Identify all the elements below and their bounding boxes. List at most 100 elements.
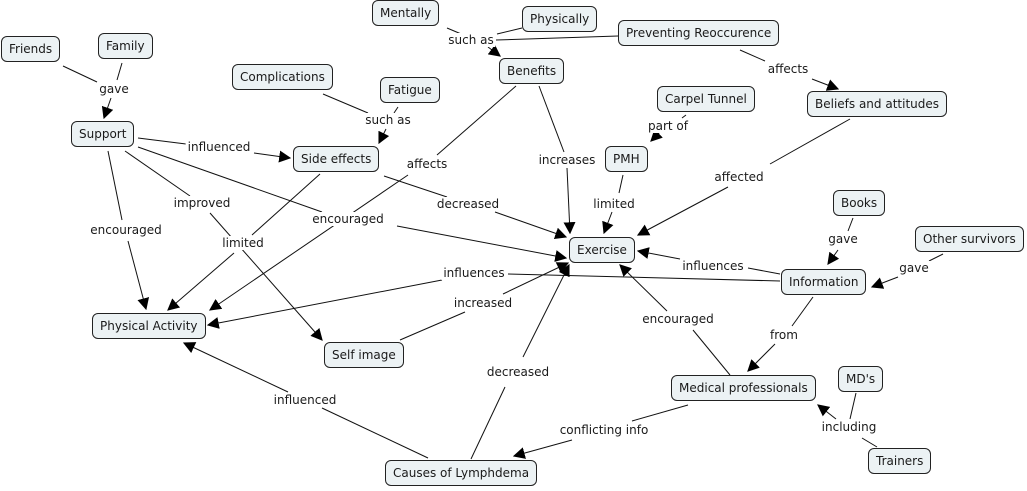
line-fatigue-suchas (393, 106, 399, 114)
line-affected-exercise (636, 186, 729, 236)
link-part-of: part of (646, 119, 690, 133)
link-decreased-exercise: decreased (434, 197, 502, 211)
link-encouraged-exercise-2: encouraged (640, 312, 716, 326)
concept-trainers[interactable]: Trainers (868, 448, 932, 474)
line-affects-beliefs (811, 78, 840, 91)
concept-family[interactable]: Family (98, 33, 153, 59)
concept-friends[interactable]: Friends (1, 36, 61, 62)
link-such-as-side-effects: such as (363, 113, 413, 127)
line-trainers-including (861, 437, 878, 448)
line-family-gave (116, 62, 123, 81)
link-gave-information-2: gave (897, 261, 931, 275)
link-affected-exercise: affected (712, 170, 766, 184)
concept-mentally[interactable]: Mentally (372, 0, 440, 26)
line-encouraged3-exercise (619, 264, 668, 312)
line-sideeffects-decreased (383, 175, 448, 198)
concept-side-effects[interactable]: Side effects (293, 146, 380, 172)
link-influences-physical-activity: influences (441, 266, 507, 280)
line-support-encouraged1 (107, 150, 123, 221)
line-carpel-partof (681, 114, 687, 119)
link-affects-physical-activity: affects (404, 157, 450, 171)
concept-physically[interactable]: Physically (522, 6, 598, 32)
link-influenced-side-effects: influenced (185, 140, 253, 154)
concept-support[interactable]: Support (71, 121, 135, 147)
line-gave2-information (870, 276, 899, 289)
concept-mds[interactable]: MD's (838, 366, 884, 392)
line-increased-exercise (502, 262, 570, 295)
concept-exercise[interactable]: Exercise (569, 237, 635, 263)
line-limited-exercise (602, 211, 614, 235)
line-gave-support (101, 97, 114, 120)
concept-self-image[interactable]: Self image (324, 342, 404, 368)
line-partof-pmh (650, 129, 663, 142)
line-decreased2-exercise (522, 263, 570, 358)
line-medical-encouraged (692, 329, 731, 376)
line-sideeffects-limited (251, 173, 321, 236)
line-influenced-pa (182, 342, 289, 393)
line-support-influenced (137, 137, 187, 145)
line-from-medical (747, 343, 776, 372)
line-benefits-affects (436, 85, 517, 156)
line-increases-exercise (563, 167, 576, 235)
line-preventing-suchas (495, 35, 619, 41)
concept-carpel-tunnel[interactable]: Carpel Tunnel (657, 86, 755, 112)
line-influences-exercise (636, 247, 681, 260)
line-encouraged2-exercise (396, 225, 568, 262)
line-suchas-benefits (487, 44, 501, 57)
concept-other-survivors[interactable]: Other survivors (915, 226, 1024, 252)
link-conflicting-info: conflicting info (557, 423, 651, 437)
line-friends-gave (62, 65, 98, 83)
line-support-encouraged2 (137, 146, 323, 213)
line-improved-selfimage (209, 212, 323, 341)
line-books-gave (847, 217, 854, 232)
concept-preventing-reoccurence[interactable]: Preventing Reoccurence (618, 20, 780, 46)
line-medical-conflicting (631, 404, 689, 422)
link-gave-information: gave (826, 232, 860, 246)
link-encouraged-exercise: encouraged (310, 212, 386, 226)
line-influences-pa (206, 279, 443, 329)
link-limited-exercise: limited (591, 197, 637, 211)
concept-fatigue[interactable]: Fatigue (380, 77, 440, 103)
concept-complications[interactable]: Complications (232, 64, 333, 90)
concept-medical-professionals[interactable]: Medical professionals (671, 375, 816, 401)
line-gave-information (827, 249, 840, 265)
link-affects-beliefs: affects (765, 62, 811, 76)
line-beliefs-affected (769, 118, 851, 165)
line-mds-including (849, 392, 857, 420)
line-limited-pa (167, 252, 235, 311)
line-conflicting-causes (512, 439, 573, 459)
line-influenced-sideeffects (253, 150, 292, 163)
line-information-influences-pa (507, 273, 781, 282)
link-from-medical: from (768, 328, 800, 342)
link-gave-support: gave (97, 82, 131, 96)
concept-benefits[interactable]: Benefits (499, 58, 565, 84)
concept-information[interactable]: Information (781, 269, 867, 295)
concept-beliefs-attitudes[interactable]: Beliefs and attitudes (807, 91, 948, 117)
line-including-medical (817, 404, 837, 420)
link-limited-physical-activity: limited (220, 236, 266, 250)
link-increased-exercise: increased (451, 296, 515, 310)
link-including: including (819, 420, 879, 434)
line-causes-influenced (321, 407, 429, 459)
link-such-as-benefits: such as (446, 33, 496, 47)
line-other-gave (928, 253, 944, 262)
link-influenced-physical-activity: influenced (271, 393, 339, 407)
link-encouraged-physical-activity: encouraged (88, 223, 164, 237)
line-benefits-increases (538, 85, 565, 153)
link-decreased-exercise-2: decreased (484, 365, 552, 379)
concept-books[interactable]: Books (833, 190, 886, 216)
concept-physical-activity[interactable]: Physical Activity (92, 313, 206, 339)
line-affects-pa (209, 174, 409, 311)
line-selfimage-increased (399, 311, 466, 341)
concept-pmh[interactable]: PMH (605, 146, 648, 172)
line-complications-suchas (322, 93, 369, 114)
line-information-influences (747, 267, 781, 275)
concept-causes-lymphdema[interactable]: Causes of Lymphdema (385, 460, 538, 486)
line-information-from (791, 296, 814, 327)
line-suchas-sideeffects (378, 128, 390, 145)
link-improved-self-image: improved (171, 196, 233, 210)
line-causes-decreased (470, 386, 506, 460)
link-influences-exercise: influences (680, 259, 746, 273)
line-support-improved (124, 150, 191, 197)
